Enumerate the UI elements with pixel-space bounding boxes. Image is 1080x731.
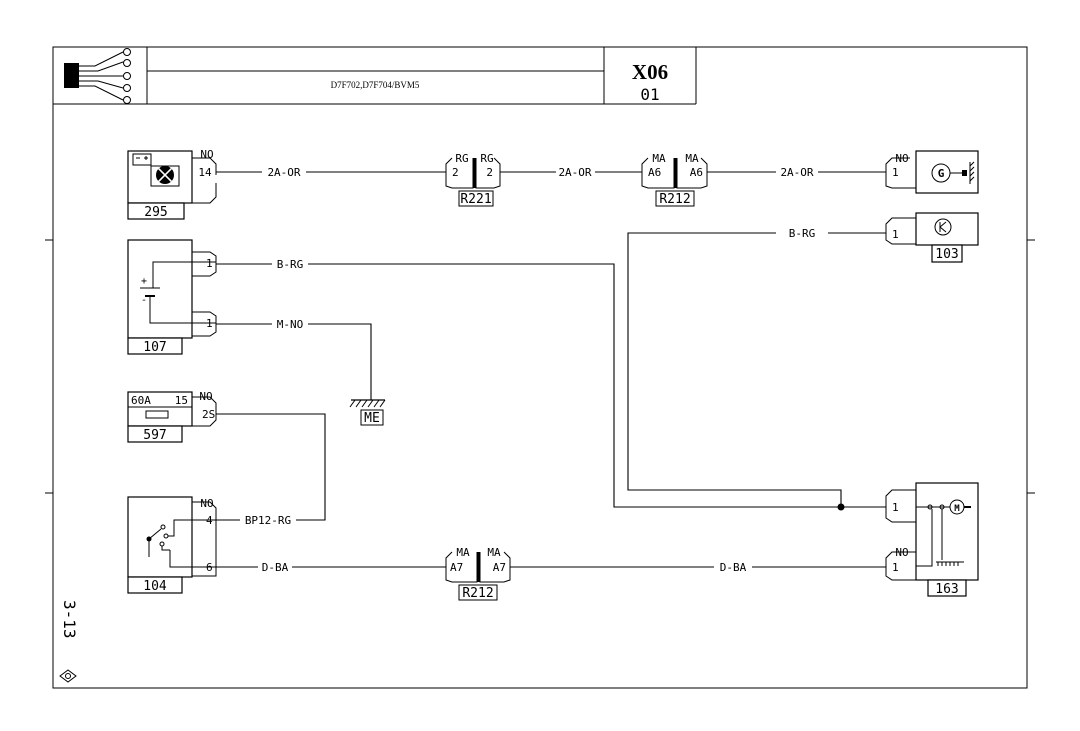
svg-text:4: 4 <box>206 514 213 527</box>
component-label-295: 295 <box>144 205 167 220</box>
ground-icon <box>349 399 386 408</box>
component-295: 295 NO 14 <box>127 148 217 220</box>
alternator: NO 1 G <box>885 150 979 194</box>
wire-label: B-RG <box>789 227 816 240</box>
transistor-icon <box>934 218 952 236</box>
title-block: D7F702,D7F704/BVM5 X06 01 <box>53 47 697 105</box>
sheet-code: X06 <box>632 60 668 84</box>
pin-label: NO <box>200 148 213 161</box>
wire-label: B-RG <box>277 258 304 271</box>
svg-text:1: 1 <box>892 561 899 574</box>
svg-text:NO: NO <box>895 152 908 165</box>
switch-icon <box>146 519 216 568</box>
wire-label: M-NO <box>277 318 304 331</box>
junction-dot <box>837 503 845 511</box>
svg-text:6: 6 <box>206 561 213 574</box>
wire-bp12-rg <box>216 413 326 521</box>
svg-text:MA: MA <box>685 152 699 165</box>
starter-motor-icon: M <box>916 499 971 567</box>
component-104: 104 NO 4 6 <box>127 496 217 594</box>
wire-b-rg <box>627 232 842 505</box>
pin-number: 14 <box>198 166 212 179</box>
wire-label: D-BA <box>720 561 747 574</box>
svg-text:M: M <box>954 504 960 514</box>
wire-m-no <box>308 323 372 400</box>
fuse-icon <box>145 410 169 419</box>
svg-text:1: 1 <box>892 228 899 241</box>
svg-text:2: 2 <box>486 166 493 179</box>
fuse-pin: 15 <box>175 394 188 407</box>
wire-label: 2A-OR <box>780 166 813 179</box>
sheet-number: 01 <box>640 85 659 104</box>
fuse-rating: 60A <box>131 394 151 407</box>
svg-text:2: 2 <box>452 166 459 179</box>
svg-text:RG: RG <box>455 152 468 165</box>
svg-text:MA: MA <box>487 546 501 559</box>
svg-text:1: 1 <box>206 257 213 270</box>
connector-label-r221: R221 <box>460 192 491 207</box>
svg-text:MA: MA <box>456 546 470 559</box>
wire-b-rg <box>308 263 886 508</box>
svg-text:2S: 2S <box>202 408 215 421</box>
component-label-103: 103 <box>935 247 958 262</box>
component-107: 107 + - 1 1 <box>127 239 217 355</box>
page-reference: 3-13 <box>60 600 79 639</box>
diagram-frame <box>52 46 1028 689</box>
ground-label: ME <box>364 411 380 426</box>
svg-text:A7: A7 <box>493 561 506 574</box>
ground-me: ME <box>349 399 386 426</box>
connector-label-r212: R212 <box>462 586 493 601</box>
svg-text:RG: RG <box>480 152 493 165</box>
battery-icon <box>132 153 152 166</box>
svg-text:G: G <box>938 167 945 180</box>
svg-text:+: + <box>141 276 147 287</box>
wire-label: D-BA <box>262 561 289 574</box>
wire-label: 2A-OR <box>267 166 300 179</box>
svg-text:1: 1 <box>206 317 213 330</box>
svg-text:NO: NO <box>199 390 212 403</box>
component-label-107: 107 <box>143 340 166 355</box>
svg-text:1: 1 <box>892 166 899 179</box>
battery-symbol-icon: + - <box>140 261 216 324</box>
svg-text:NO: NO <box>895 546 908 559</box>
svg-text:A6: A6 <box>648 166 661 179</box>
component-103: 103 1 <box>885 212 979 263</box>
svg-text:-: - <box>141 295 147 306</box>
connector-label-r212: R212 <box>659 192 690 207</box>
diamond-logo-icon <box>59 669 77 683</box>
svg-text:A6: A6 <box>690 166 703 179</box>
connector-r221: RG RG 2 2 R221 <box>445 152 501 207</box>
component-label-104: 104 <box>143 579 167 594</box>
harness-logo-icon <box>64 48 131 104</box>
component-163: 163 M 1 NO 1 <box>885 482 979 597</box>
component-597: 60A 15 597 NO 2S <box>127 390 217 443</box>
component-label-163: 163 <box>935 582 958 597</box>
svg-text:MA: MA <box>652 152 666 165</box>
svg-text:1: 1 <box>892 501 899 514</box>
header-subtitle: D7F702,D7F704/BVM5 <box>331 80 420 90</box>
wire-label: BP12-RG <box>245 514 291 527</box>
connector-r212-bottom: MA MA A7 A7 R212 <box>445 546 511 601</box>
svg-text:NO: NO <box>200 497 213 510</box>
svg-text:A7: A7 <box>450 561 463 574</box>
wire-label: 2A-OR <box>558 166 591 179</box>
connector-r212-top: MA MA A6 A6 R212 <box>641 152 708 207</box>
component-label-597: 597 <box>143 428 166 443</box>
